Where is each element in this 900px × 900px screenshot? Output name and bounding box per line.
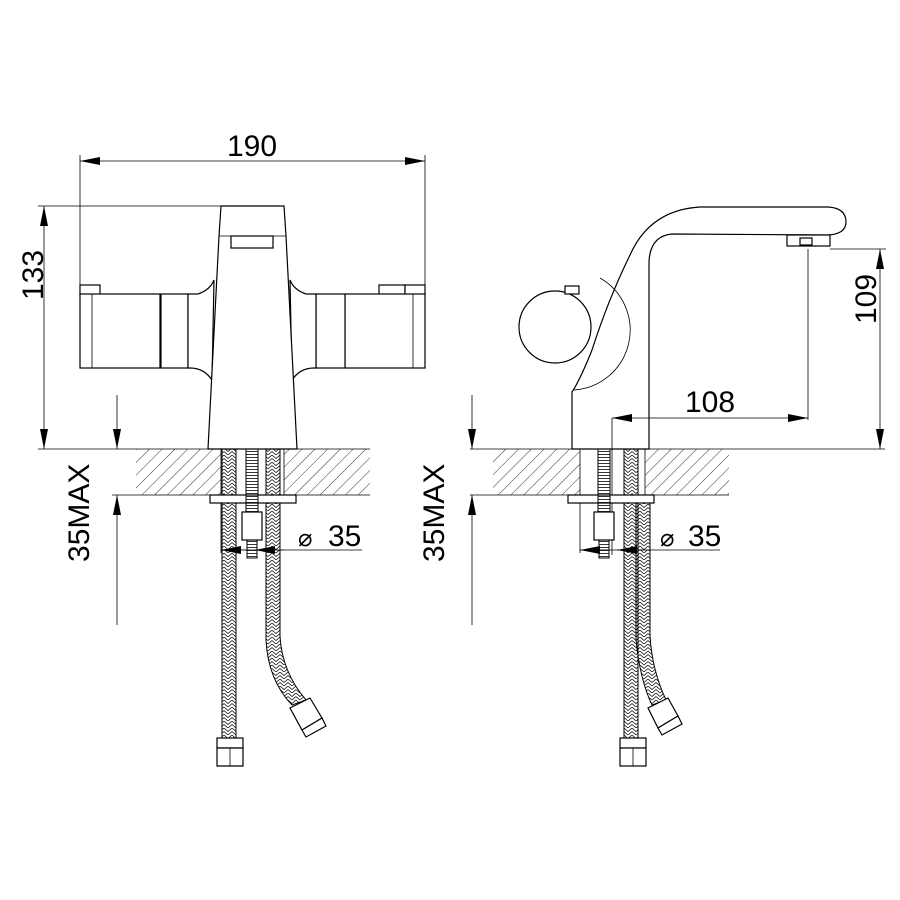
right-handle: [289, 279, 426, 382]
reach-label: 108: [685, 386, 735, 419]
supply-hoses-front: [209, 448, 327, 767]
front-view: 190 133: [17, 130, 426, 767]
supply-hoses-side: [567, 448, 683, 767]
reach-dimension: 108: [611, 249, 809, 555]
mount-max-dimension: 35MAX: [418, 395, 476, 625]
hole-diameter-label: 35: [688, 520, 721, 553]
left-handle: [79, 279, 215, 382]
spout-height-label: 109: [850, 274, 883, 324]
faucet-body-side: [571, 206, 847, 450]
hole-diameter-label: 35: [328, 520, 361, 553]
width-label: 190: [227, 130, 277, 163]
width-dimension: 190: [79, 130, 426, 295]
faucet-body-front: [207, 205, 298, 450]
height-label: 133: [17, 250, 50, 300]
diameter-symbol: ⌀: [660, 524, 674, 552]
mount-max-label: 35MAX: [63, 464, 96, 562]
side-view: 109 108 35MAX: [418, 206, 886, 767]
hole-diameter-dimension: ⌀ 35: [579, 503, 721, 554]
mounting-nut: [593, 511, 615, 541]
mount-max-label: 35MAX: [418, 464, 451, 562]
mounting-nut: [241, 511, 263, 541]
height-dimension: 133: [17, 205, 222, 449]
spout-height-dimension: 109: [830, 248, 886, 449]
mount-max-dimension: 35MAX: [63, 395, 121, 625]
handle-side: [518, 285, 592, 364]
hole-diameter-dimension: ⌀ 35: [220, 503, 362, 554]
diameter-symbol: ⌀: [298, 524, 312, 552]
